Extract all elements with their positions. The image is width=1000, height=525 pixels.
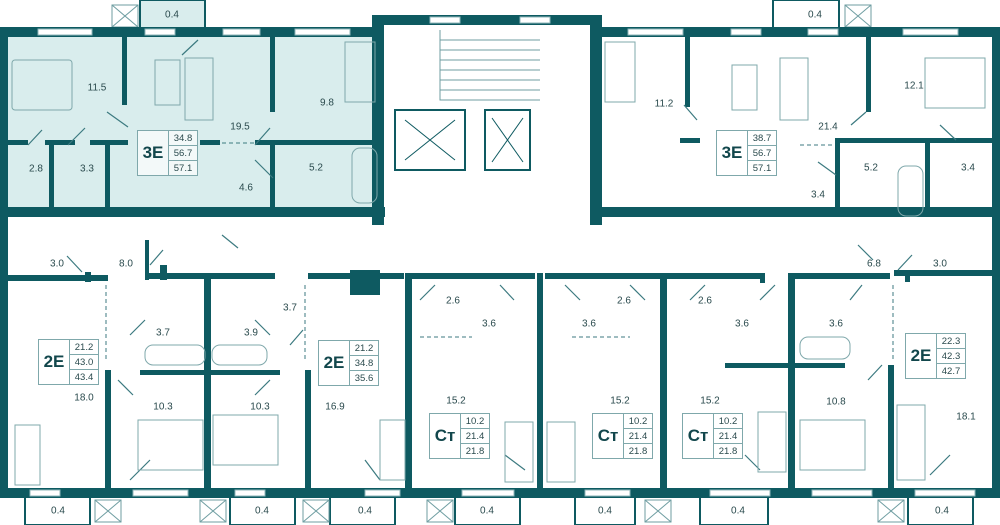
total-area: 34.8 <box>350 356 378 371</box>
total-area: 21.4 <box>624 429 652 444</box>
room-area: 3.7 <box>283 302 297 314</box>
living-area: 22.3 <box>937 334 965 349</box>
room-area: 0.4 <box>935 505 949 517</box>
room-area: 2.6 <box>617 295 631 307</box>
apartment-type: 2E <box>39 340 70 384</box>
total-area-with-balcony: 35.6 <box>354 372 374 384</box>
room-area: 2.6 <box>698 295 712 307</box>
room-area: 3.4 <box>811 189 825 201</box>
room-area: 0.4 <box>255 505 269 517</box>
room-area: 0.4 <box>731 505 745 517</box>
room-area: 4.6 <box>239 182 253 194</box>
total-area-with-balcony: 57.1 <box>752 162 772 174</box>
room-area: 0.4 <box>358 505 372 517</box>
room-area: 3.6 <box>582 318 596 330</box>
total-area-with-balcony: 43.4 <box>74 371 94 383</box>
room-area: 11.5 <box>87 82 107 94</box>
vent-shafts <box>94 4 905 523</box>
living-area: 10.2 <box>624 414 652 429</box>
room-area: 2.8 <box>29 163 43 175</box>
room-area: 6.8 <box>867 258 881 270</box>
apartment-boundaries <box>105 142 894 360</box>
room-area: 3.9 <box>244 327 258 339</box>
room-area: 10.3 <box>153 401 173 413</box>
living-area: 10.2 <box>714 414 742 429</box>
furniture <box>11 41 986 486</box>
room-area: 19.5 <box>230 121 250 133</box>
room-area: 3.3 <box>80 163 94 175</box>
room-area: 3.0 <box>933 258 947 270</box>
living-area: 21.2 <box>350 341 378 356</box>
room-area: 3.6 <box>482 318 496 330</box>
total-area: 56.7 <box>169 146 197 161</box>
total-area: 42.3 <box>937 349 965 364</box>
living-area: 34.8 <box>169 131 197 146</box>
room-area: 0.4 <box>598 505 612 517</box>
total-area: 56.7 <box>748 146 776 161</box>
room-area: 5.2 <box>864 162 878 174</box>
living-area: 10.2 <box>461 414 489 429</box>
room-area: 0.4 <box>808 9 822 21</box>
room-area: 5.2 <box>309 162 323 174</box>
selected-apartment-area <box>8 37 380 209</box>
room-area: 10.3 <box>250 401 270 413</box>
room-area: 3.4 <box>961 162 975 174</box>
living-area: 38.7 <box>748 131 776 146</box>
total-area-with-balcony: 21.8 <box>628 445 648 457</box>
room-area: 18.0 <box>74 392 94 404</box>
room-area: 3.6 <box>829 318 843 330</box>
total-area-with-balcony: 42.7 <box>941 365 961 377</box>
total-area: 21.4 <box>461 429 489 444</box>
apartment-type: Ст <box>683 414 714 458</box>
room-area: 9.8 <box>320 97 334 109</box>
apartment-type: 3E <box>717 131 748 175</box>
total-area-with-balcony: 57.1 <box>173 162 193 174</box>
apartment-type: Ст <box>430 414 461 458</box>
apartment-type: 2E <box>906 334 937 378</box>
room-area: 10.8 <box>826 396 846 408</box>
windows <box>29 16 976 497</box>
total-area-with-balcony: 21.8 <box>465 445 485 457</box>
room-area: 15.2 <box>610 395 630 407</box>
apartment-type: Ст <box>593 414 624 458</box>
room-area: 11.2 <box>654 98 674 110</box>
room-area: 0.4 <box>165 9 179 21</box>
room-area: 3.6 <box>735 318 749 330</box>
core <box>394 30 540 171</box>
room-area: 16.9 <box>325 401 345 413</box>
room-area: 15.2 <box>446 395 466 407</box>
room-area: 12.1 <box>904 80 924 92</box>
room-area: 18.1 <box>956 411 976 423</box>
total-area: 21.4 <box>714 429 742 444</box>
room-area: 3.7 <box>156 327 170 339</box>
apartment-type: 3E <box>138 131 169 175</box>
room-area: 0.4 <box>480 505 494 517</box>
room-area: 0.4 <box>51 505 65 517</box>
room-area: 8.0 <box>119 258 133 270</box>
room-area: 3.0 <box>50 258 64 270</box>
apartment-type: 2E <box>319 341 350 385</box>
room-area: 15.2 <box>700 395 720 407</box>
living-area: 21.2 <box>70 340 98 355</box>
total-area-with-balcony: 21.8 <box>718 445 738 457</box>
total-area: 43.0 <box>70 355 98 370</box>
room-area: 21.4 <box>818 121 838 133</box>
room-area: 2.6 <box>446 295 460 307</box>
